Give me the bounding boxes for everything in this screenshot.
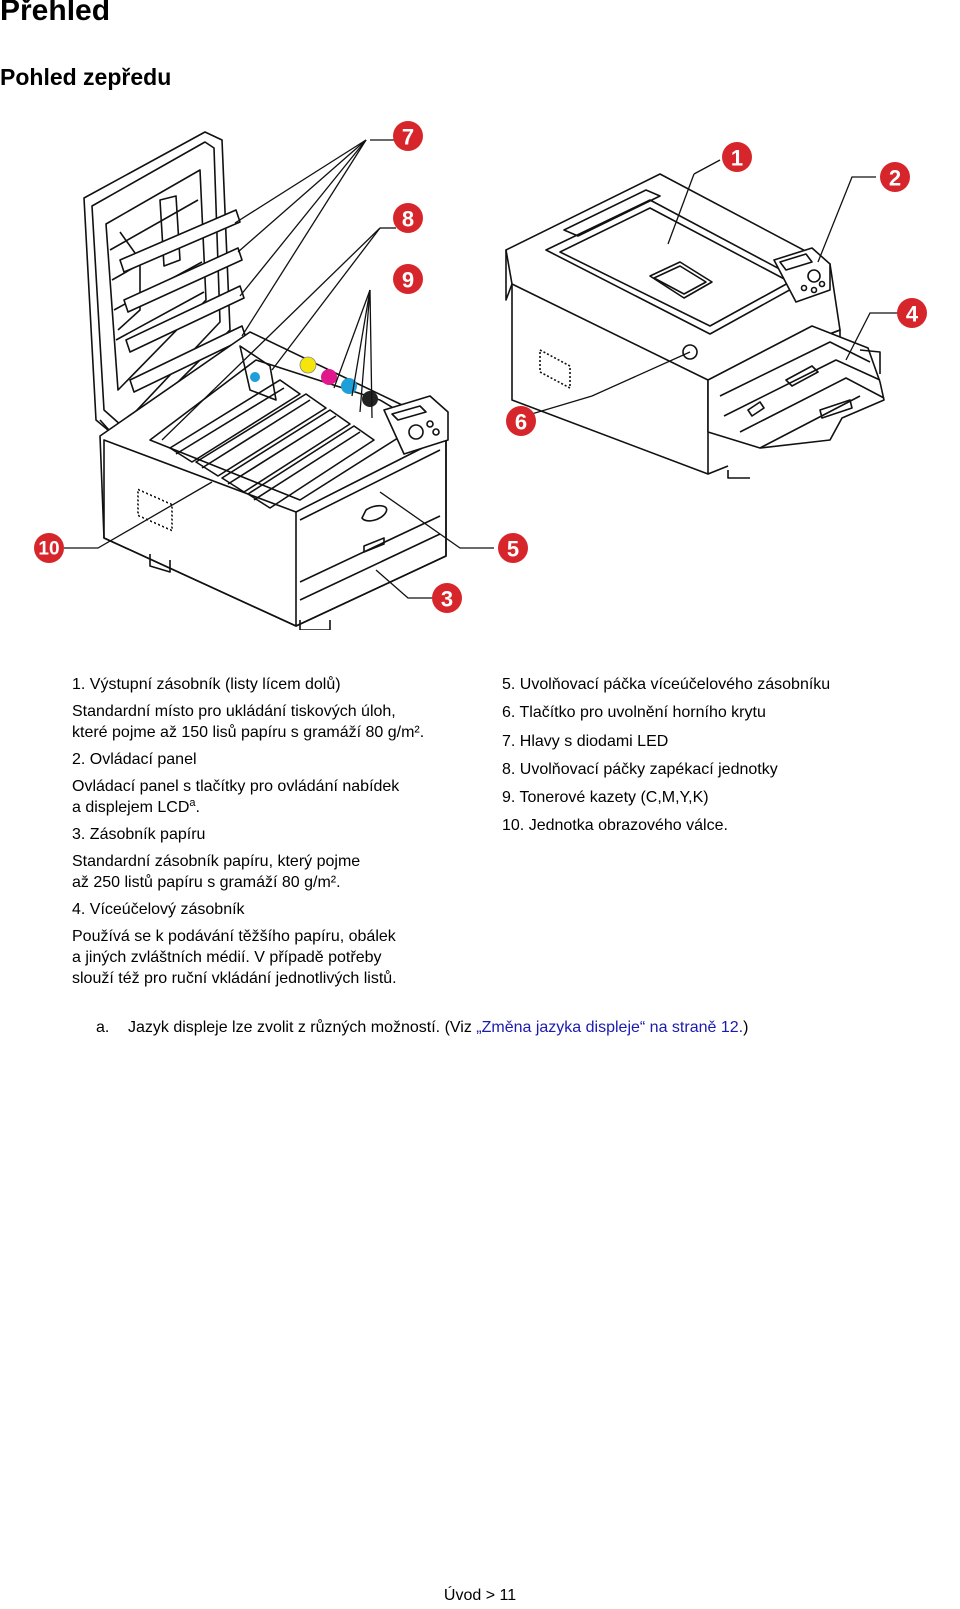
legend-item-heading: 2. Ovládací panel [72,751,197,768]
callout-5: 5 [498,533,528,563]
section-title: Pohled zepředu [0,64,172,90]
callout-7: 7 [393,121,423,151]
legend-item-2: 2. Ovládací panel Ovládací panel s tlačí… [72,749,492,818]
svg-text:1: 1 [731,146,743,171]
svg-text:10: 10 [38,539,59,560]
callout-4: 4 [897,298,927,328]
footnote-text: Jazyk displeje lze zvolit z různých možn… [128,1019,477,1036]
page-footer: Úvod > 11 [443,1587,517,1604]
legend-item-desc-line: slouží též pro ruční vkládání jednotlivý… [72,970,397,987]
legend-item-6: 6. Tlačítko pro uvolnění horního krytu [502,704,766,722]
callout-8: 8 [393,203,423,233]
legend-item-desc-line: Standardní zásobník papíru, který pojme [72,853,361,870]
footnote-text-end: ) [743,1019,749,1036]
svg-text:2: 2 [889,166,901,191]
black-toner-icon [362,391,378,407]
svg-text:8: 8 [402,207,414,232]
page-title: Přehled [0,0,111,27]
footnote-mark: a. [96,1019,110,1036]
legend-item-7: 7. Hlavy s diodami LED [502,732,669,750]
svg-text:5: 5 [507,537,519,562]
footnote: a. Jazyk displeje lze zvolit z různých mo… [96,1017,748,1038]
callout-1: 1 [722,142,752,172]
svg-text:9: 9 [402,268,414,293]
legend-item-desc-line: Standardní místo pro ukládání tiskových … [72,703,396,720]
legend-item-3: 3. Zásobník papíru Standardní zásobník p… [72,824,492,893]
legend-item-1: 1. Výstupní zásobník (listy lícem dolů) … [72,674,492,743]
yellow-toner-icon [299,356,317,374]
legend-item-heading: 1. Výstupní zásobník (listy lícem dolů) [72,676,341,693]
legend-item-10: 10. Jednotka obrazového válce. [502,817,728,835]
callout-2: 2 [880,162,910,192]
printer-front-view-figure: 7 8 9 1 2 4 6 10 5 3 [34,121,927,630]
svg-text:4: 4 [906,302,919,327]
legend-item-4: 4. Víceúčelový zásobník Používá se k pod… [72,899,492,989]
callout-6: 6 [506,406,536,436]
svg-text:7: 7 [402,125,414,150]
legend-item-9: 9. Tonerové kazety (C,M,Y,K) [502,789,709,807]
legend-item-desc-line: Ovládací panel s tlačítky pro ovládání n… [72,778,400,795]
legend-item-desc-line: a displejem LCDa. [72,797,200,817]
svg-text:6: 6 [515,410,527,435]
legend-item-heading: 3. Zásobník papíru [72,826,206,843]
legend-item-desc-line: které pojme až 150 lisů papíru s gramáží… [72,724,425,741]
legend-item-desc-line: a jiných zvláštních médií. V případě pot… [72,949,382,966]
footnote-reference: a [189,797,196,809]
callout-10: 10 [34,533,64,563]
svg-text:3: 3 [441,587,453,612]
magenta-toner-icon [321,369,337,385]
callout-3: 3 [432,583,462,613]
callout-9: 9 [393,264,423,294]
legend-item-desc-line: Používá se k podávání těžšího papíru, ob… [72,928,396,945]
footnote-link[interactable]: „Změna jazyka displeje“ na straně 12. [476,1019,744,1036]
legend-right-column: 5. Uvolňovací páčka víceúčelového zásobn… [502,674,942,844]
legend-item-heading: 4. Víceúčelový zásobník [72,901,245,918]
legend-item-8: 8. Uvolňovací páčky zapékací jednotky [502,760,778,778]
legend-item-desc-line: až 250 listů papíru s gramáží 80 g/m². [72,874,341,891]
legend-left-column: 1. Výstupní zásobník (listy lícem dolů) … [72,674,492,989]
legend-item-5: 5. Uvolňovací páčka víceúčelového zásobn… [502,676,831,693]
